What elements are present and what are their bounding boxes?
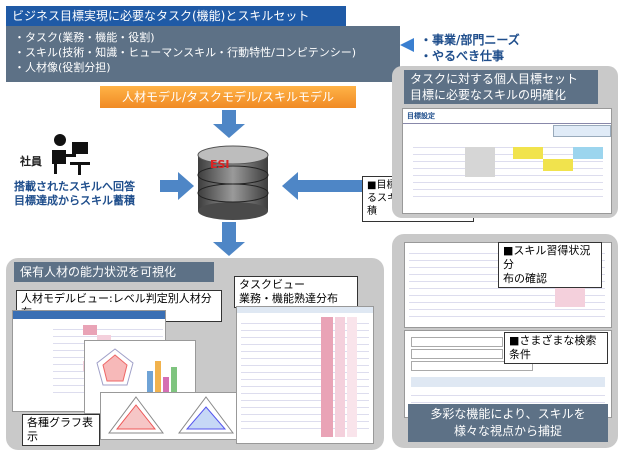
visualization-title: 保有人材の能力状況を可視化 <box>14 262 214 282</box>
model-bar: 人材モデル/タスクモデル/スキルモデル <box>100 86 356 108</box>
task-view-screenshot <box>236 306 374 444</box>
goal-line-1: タスクに対する個人目標セット <box>410 72 579 86</box>
store-text: 搭載されたスキルへ回答 目標達成からスキル蓄積 <box>14 180 135 208</box>
goal-setting-screenshot: 目標設定 <box>402 108 612 214</box>
down-arrow-2-head-icon <box>213 242 245 256</box>
user-label: 社員 <box>20 155 42 168</box>
multi-line-1: 多彩な機能により、スキルを <box>430 407 586 421</box>
requirements-box: ・タスク(業務・機能・役割) ・スキル(技術・知識・ヒューマンスキル・行動特性/… <box>6 26 400 82</box>
skill-status-label: ■スキル習得状況分 布の確認 <box>498 242 602 288</box>
triangle-chart-screenshot <box>100 392 242 440</box>
requirement-task: ・タスク(業務・機能・役割) <box>14 31 155 44</box>
multi-function-box: 多彩な機能により、スキルを 様々な視点から捕捉 <box>408 404 608 442</box>
search-label: ■さまざまな検索条件 <box>504 332 608 364</box>
arrow-right-icon <box>160 172 194 200</box>
task-view-line-1: タスクビュー <box>239 278 305 291</box>
down-arrow-head-icon <box>213 124 245 138</box>
needs-work: ・やるべき仕事 <box>420 49 505 63</box>
employee-at-desk-icon <box>48 132 92 176</box>
skill-status-line-1: ■スキル習得状況分 <box>503 244 591 271</box>
arrow-left-icon <box>282 172 362 200</box>
store-line-2: 目標達成からスキル蓄積 <box>14 194 135 207</box>
goal-line-2: 目標に必要なスキルの明確化 <box>410 88 567 102</box>
goal-screen-title: 目標設定 <box>403 109 611 124</box>
task-view-line-2: 業務・機能熟達分布 <box>239 292 338 305</box>
requirement-skill: ・スキル(技術・知識・ヒューマンスキル・行動特性/コンピテンシー) <box>14 46 357 59</box>
needs-list: ・事業/部門ニーズ ・やるべき仕事 <box>420 32 520 64</box>
task-view-label: タスクビュー 業務・機能熟達分布 <box>234 276 358 308</box>
down-arrow-icon <box>222 110 236 124</box>
down-arrow-2-icon <box>222 222 236 242</box>
db-label: ESI <box>210 158 230 171</box>
needs-arrow-icon <box>400 38 414 52</box>
graphs-label: 各種グラフ表示 <box>22 414 100 446</box>
page-title: ビジネス目標実現に必要なタスク(機能)とスキルセット <box>6 6 346 26</box>
needs-business: ・事業/部門ニーズ <box>420 33 520 47</box>
multi-line-2: 様々な視点から捕捉 <box>453 424 562 438</box>
database-icon <box>196 145 270 221</box>
store-line-1: 搭載されたスキルへ回答 <box>14 180 135 193</box>
goal-box: タスクに対する個人目標セット 目標に必要なスキルの明確化 <box>404 70 598 104</box>
requirement-persona: ・人材像(役割分担) <box>14 61 111 74</box>
skill-status-line-2: 布の確認 <box>503 272 547 285</box>
